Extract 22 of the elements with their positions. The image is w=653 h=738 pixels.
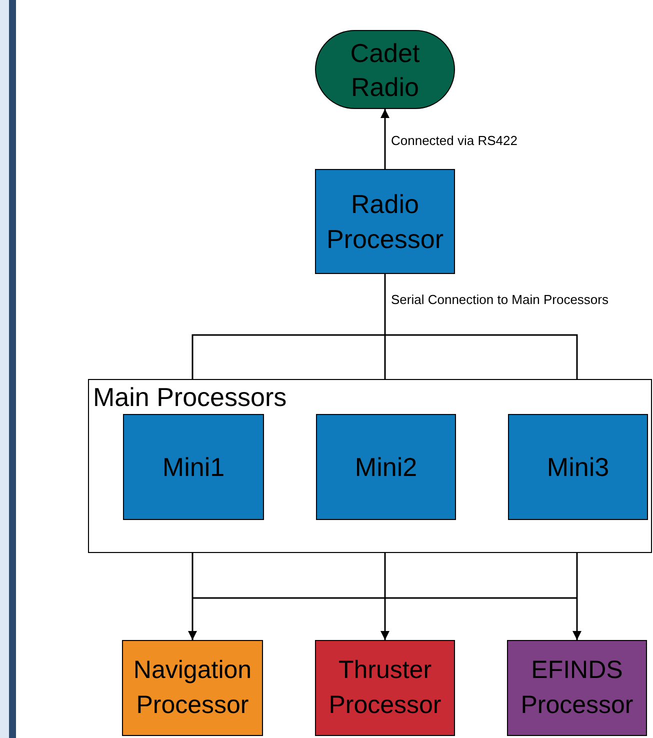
connector: [380, 109, 390, 169]
process-box: [315, 640, 455, 736]
process-box: [315, 169, 455, 274]
process-box: [123, 414, 264, 520]
node-label: Thruster Processor: [328, 655, 442, 721]
node-label: Mini1: [162, 450, 225, 484]
connector: [192, 273, 578, 380]
node-label: Mini2: [354, 450, 418, 484]
group-title: Main Processors: [93, 381, 287, 414]
node-label: Cadet Radio: [349, 36, 421, 104]
node-label: Navigation Processor: [132, 655, 253, 721]
connector: [380, 553, 390, 640]
process-box: [316, 414, 456, 520]
process-box: [122, 640, 263, 736]
connector: [188, 553, 197, 640]
node-label: EFINDS Processor: [520, 655, 634, 721]
process-box: [507, 640, 647, 736]
node-label: Radio Processor: [325, 188, 445, 256]
process-box: [508, 414, 648, 520]
node-label: Mini3: [546, 450, 610, 484]
group-box: [88, 379, 652, 553]
connector: [572, 553, 582, 640]
